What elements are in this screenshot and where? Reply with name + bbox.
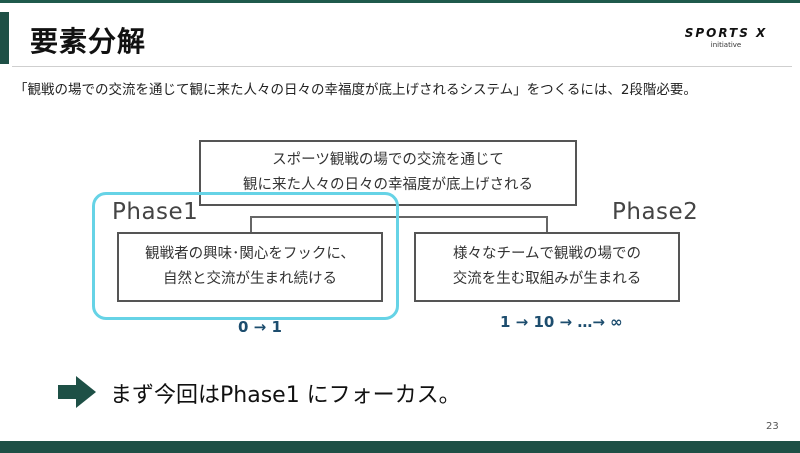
- goal-line-1: スポーツ観戦の場での交流を通じて: [272, 152, 504, 169]
- phase1-line-2: 自然と交流が生まれ続ける: [162, 271, 337, 287]
- right-arrow-icon: [58, 376, 96, 408]
- sportsx-logo: SPORTS X initiative: [676, 26, 776, 49]
- intro-text: 「観戦の場での交流を通じて観に来た人々の日々の幸福度が底上げされるシステム」をつ…: [14, 82, 697, 98]
- phase1-label: Phase1: [112, 199, 199, 225]
- phase1-box: 観戦者の興味･関心をフックに、 自然と交流が生まれ続ける: [117, 232, 383, 302]
- connector-left-drop: [250, 216, 252, 233]
- title-accent-bar: [0, 12, 9, 64]
- phase1-line-1: 観戦者の興味･関心をフックに、: [145, 246, 355, 263]
- connector-right-drop: [546, 216, 548, 233]
- focus-statement: まず今回はPhase1 にフォーカス。: [110, 383, 461, 408]
- slide-title: 要素分解: [30, 25, 147, 58]
- page-number: 23: [766, 421, 779, 432]
- phase1-highlight-frame: [92, 192, 399, 320]
- phase1-progress: 0 → 1: [238, 318, 282, 336]
- connector-horizontal: [250, 216, 548, 218]
- phase2-progress: 1 → 10 → …→ ∞: [500, 313, 623, 331]
- logo-sub-text: initiative: [710, 41, 742, 49]
- goal-line-2: 観に来た人々の日々の幸福度が底上げされる: [243, 177, 533, 193]
- top-accent-line: [0, 0, 800, 3]
- phase2-line-2: 交流を生む取組みが生まれる: [452, 271, 642, 287]
- phase2-box: 様々なチームで観戦の場での 交流を生む取組みが生まれる: [414, 232, 680, 302]
- phase2-label: Phase2: [612, 199, 699, 225]
- phase2-line-1: 様々なチームで観戦の場での: [452, 246, 642, 263]
- header-divider: [12, 66, 792, 67]
- logo-main-text: SPORTS X: [684, 26, 768, 40]
- bottom-accent-bar: [0, 441, 800, 453]
